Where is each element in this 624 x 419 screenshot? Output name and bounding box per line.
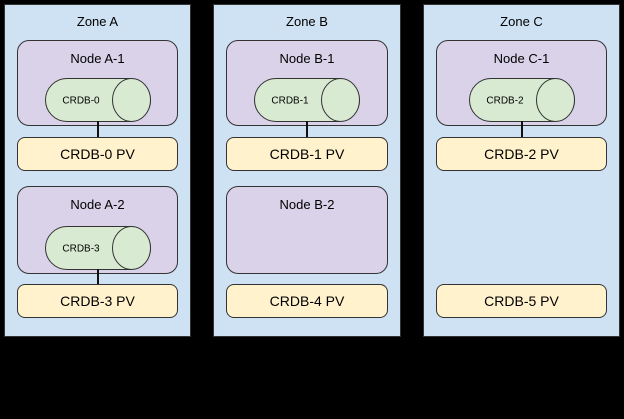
- node-a-2-label: Node A-2: [70, 197, 125, 212]
- connector-node-c-1-pv: [520, 121, 523, 138]
- node-a-2: Node A-2 CRDB-3: [17, 186, 178, 274]
- node-b-1-label: Node B-1: [279, 51, 335, 66]
- connector-node-a-2-pv: [96, 269, 99, 285]
- crdb-1-cylinder-label: CRDB-1: [271, 96, 309, 107]
- node-b-2-label: Node B-2: [279, 197, 335, 212]
- crdb-4-pv-box: CRDB-4 PV: [226, 284, 388, 318]
- crdb-3-cylinder-label: CRDB-3: [62, 244, 100, 255]
- zone-b: Zone B Node B-1 CRDB-1 CRDB-1 PV Node B-…: [213, 4, 401, 337]
- crdb-2-pv-box: CRDB-2 PV: [436, 137, 607, 171]
- crdb-0-pv-box: CRDB-0 PV: [17, 137, 178, 171]
- zone-a: Zone A Node A-1 CRDB-0 CRDB-0 PV Node A-…: [4, 4, 191, 337]
- database-cylinder-icon: CRDB-1: [254, 78, 360, 122]
- crdb-1-pv-box: CRDB-1 PV: [226, 137, 388, 171]
- crdb-2-cylinder: CRDB-2: [468, 78, 575, 122]
- zone-c: Zone C Node C-1 CRDB-2 CRDB-2 PV CRDB-5 …: [423, 4, 620, 337]
- zone-a-label: Zone A: [76, 14, 119, 29]
- crdb-0-cylinder: CRDB-0: [44, 78, 151, 122]
- node-a-1: Node A-1 CRDB-0: [17, 40, 178, 126]
- database-cylinder-icon: CRDB-3: [44, 226, 151, 270]
- connector-node-a-1-pv: [96, 121, 99, 138]
- node-c-1-label: Node C-1: [493, 51, 550, 66]
- database-cylinder-icon: CRDB-2: [468, 78, 575, 122]
- crdb-1-cylinder: CRDB-1: [254, 78, 360, 122]
- node-b-2: Node B-2: [226, 186, 388, 274]
- database-cylinder-icon: CRDB-0: [44, 78, 151, 122]
- crdb-5-pv-box: CRDB-5 PV: [436, 284, 607, 318]
- connector-node-b-1-pv: [306, 121, 308, 138]
- node-b-1: Node B-1 CRDB-1: [226, 40, 388, 126]
- zone-b-label: Zone B: [286, 14, 328, 29]
- zone-c-label: Zone C: [500, 14, 543, 29]
- crdb-2-cylinder-label: CRDB-2: [486, 96, 524, 107]
- crdb-3-pv-box: CRDB-3 PV: [17, 284, 178, 318]
- crdb-0-cylinder-label: CRDB-0: [62, 96, 100, 107]
- node-a-1-label: Node A-1: [70, 51, 125, 66]
- node-c-1: Node C-1 CRDB-2: [436, 40, 607, 126]
- crdb-3-cylinder: CRDB-3: [44, 226, 151, 270]
